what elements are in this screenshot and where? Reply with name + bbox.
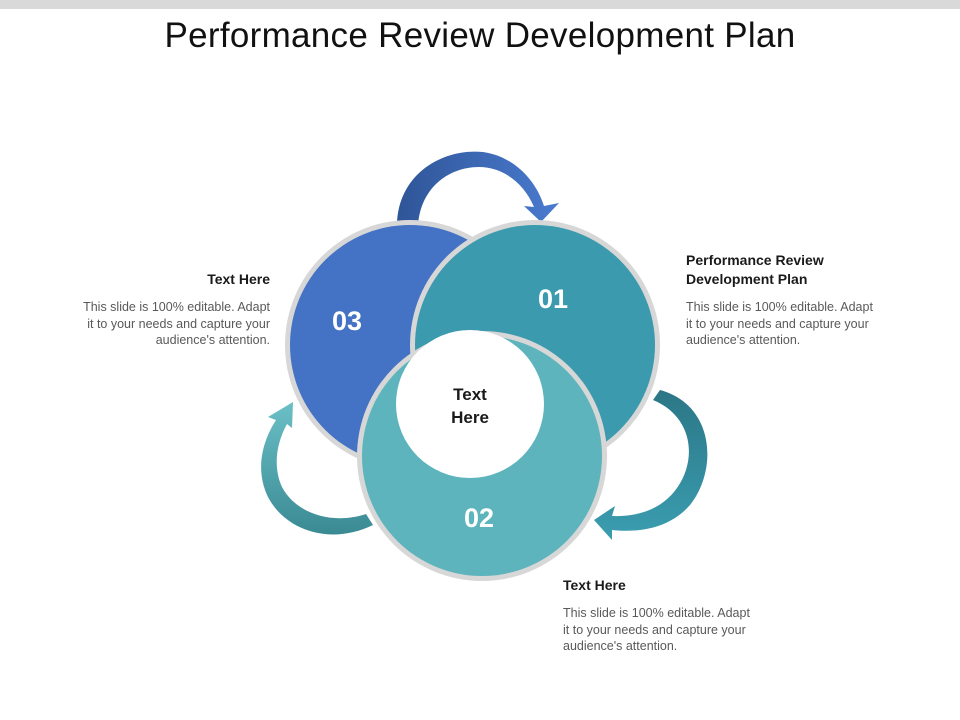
callout-03-body-line: This slide is 100% editable. Adapt [83,300,270,314]
callout-02-heading-line: Text Here [563,577,626,593]
arrow-top [397,151,559,228]
callout-01-body-line: This slide is 100% editable. Adapt [686,300,873,314]
callout-01-body-line: it to your needs and capture your [686,316,869,331]
callout-01-body: This slide is 100% editable. Adapt it to… [686,299,916,349]
slide-title: Performance Review Development Plan [164,16,796,55]
callout-01-heading-line: Performance Review [686,252,824,268]
center-label-line-2: Here [451,408,489,427]
callout-01-heading: Performance Review Development Plan [686,251,916,289]
callout-02-body-line: This slide is 100% editable. Adapt [563,606,750,620]
arrow-left [261,402,373,535]
callout-03-body: This slide is 100% editable. Adapt it to… [50,299,270,349]
circle-number-03: 03 [332,306,362,336]
top-bar [0,0,960,9]
callout-01-heading-line: Development Plan [686,271,808,287]
callout-02-body-line: it to your needs and capture your [563,622,746,637]
callout-02-heading: Text Here [563,576,793,595]
callout-03: Text Here This slide is 100% editable. A… [50,270,270,349]
center-circle [396,330,544,478]
callout-02: Text Here This slide is 100% editable. A… [563,576,793,655]
arrow-right [594,390,708,540]
callout-01: Performance Review Development Plan This… [686,251,916,349]
center-label-line-1: Text [453,385,487,404]
callout-01-body-line: audience's attention. [686,333,801,347]
circle-number-02: 02 [464,503,494,533]
callout-03-heading-line: Text Here [207,271,270,287]
callout-02-body: This slide is 100% editable. Adapt it to… [563,605,793,655]
circle-number-01: 01 [538,284,568,314]
callout-03-heading: Text Here [50,270,270,289]
callout-03-body-line: audience's attention. [155,333,270,347]
callout-03-body-line: it to your needs and capture your [87,316,270,331]
callout-02-body-line: audience's attention. [563,639,678,653]
